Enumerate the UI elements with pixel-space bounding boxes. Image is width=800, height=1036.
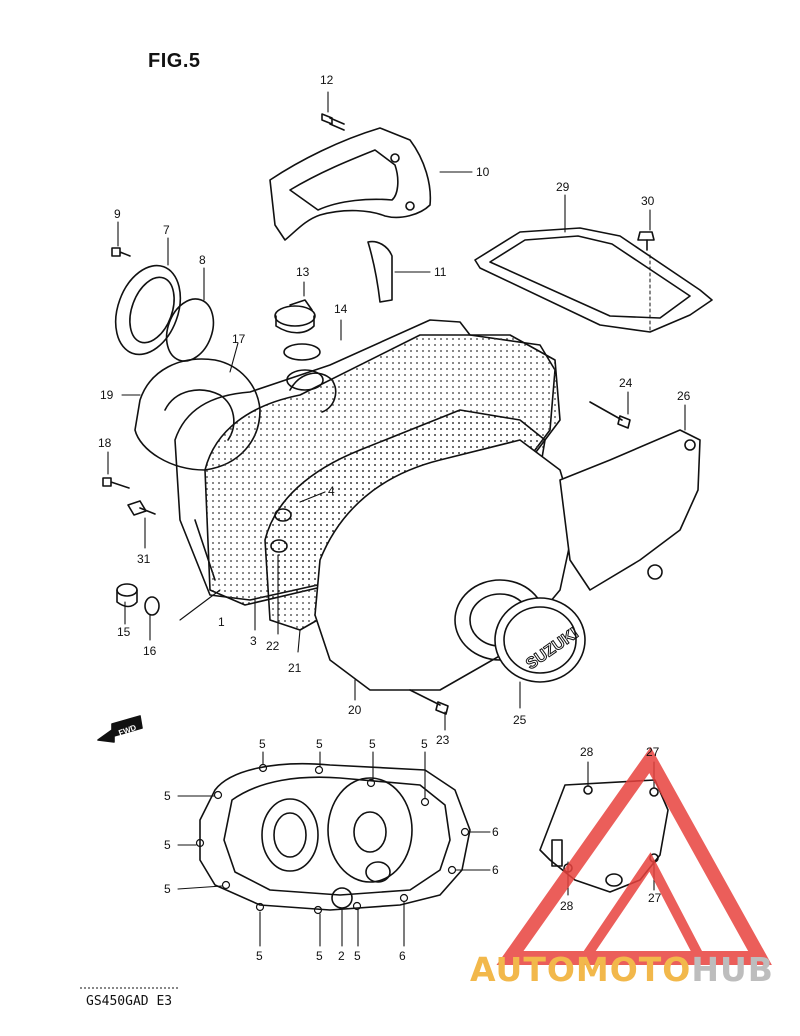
part-9-screw xyxy=(111,247,131,257)
callout-8: 8 xyxy=(199,253,206,267)
callout-17: 17 xyxy=(232,332,246,346)
callout-9: 9 xyxy=(114,207,121,221)
callout-18: 18 xyxy=(98,436,112,450)
callout-5: 5 xyxy=(421,737,428,751)
part-29-cover xyxy=(474,227,713,333)
callout-5: 5 xyxy=(369,737,376,751)
callout-23: 23 xyxy=(436,733,450,747)
part-10-cover xyxy=(269,127,432,241)
callout-5: 5 xyxy=(256,949,263,963)
callout-5: 5 xyxy=(259,737,266,751)
part-14-oring xyxy=(283,343,321,361)
callout-30: 30 xyxy=(641,194,655,208)
callout-2: 2 xyxy=(338,949,345,963)
callout-10: 10 xyxy=(476,165,490,179)
callout-19: 19 xyxy=(100,388,114,402)
callout-27: 27 xyxy=(646,745,660,759)
callout-4: 4 xyxy=(328,484,335,498)
callout-1: 1 xyxy=(218,615,225,629)
callout-25: 25 xyxy=(513,713,527,727)
part-26-side-cover xyxy=(559,429,701,591)
watermark-brand-part1: AUTOMOTO xyxy=(470,950,692,989)
callout-27: 27 xyxy=(648,891,662,905)
callout-24: 24 xyxy=(619,376,633,390)
part-12-bolt xyxy=(321,113,345,131)
callout-13: 13 xyxy=(296,265,310,279)
callout-16: 16 xyxy=(143,644,157,658)
callout-5: 5 xyxy=(164,882,171,896)
callout-5: 5 xyxy=(164,838,171,852)
part-15-plug xyxy=(116,583,138,608)
callout-14: 14 xyxy=(334,302,348,316)
callout-7: 7 xyxy=(163,223,170,237)
part-25-emblem-cover xyxy=(494,597,586,683)
part-11-wedge xyxy=(367,240,393,303)
callout-labels: 12 10 29 30 9 7 8 13 11 14 17 19 24 26 1… xyxy=(98,73,691,963)
part-22-dowels xyxy=(270,508,292,553)
callout-6: 6 xyxy=(399,949,406,963)
watermark-logo-icon xyxy=(496,746,772,965)
callout-29: 29 xyxy=(556,180,570,194)
fwd-arrow-icon xyxy=(97,715,143,743)
figure-title: FIG.5 xyxy=(148,50,201,72)
clutch-housing-inner-view xyxy=(199,762,471,911)
part-31-switch xyxy=(127,500,156,516)
callout-21: 21 xyxy=(288,661,302,675)
part-24-bolt xyxy=(589,401,631,429)
callout-3: 3 xyxy=(250,634,257,648)
callout-28: 28 xyxy=(580,745,594,759)
model-code-label: GS450GAD E3 xyxy=(86,994,173,1009)
callout-28: 28 xyxy=(560,899,574,913)
part-7-ring xyxy=(114,264,182,356)
callout-12: 12 xyxy=(320,73,334,87)
callout-5: 5 xyxy=(316,737,323,751)
part-16-washer xyxy=(144,596,160,616)
callout-15: 15 xyxy=(117,625,131,639)
part-18-screw xyxy=(102,477,130,489)
callout-5: 5 xyxy=(316,949,323,963)
part-23-bolt xyxy=(409,689,449,715)
part-13-cap xyxy=(274,299,316,334)
watermark-brand-text: AUTOMOTOHUB xyxy=(470,950,774,989)
callout-31: 31 xyxy=(137,552,151,566)
callout-11: 11 xyxy=(434,265,447,279)
callout-5: 5 xyxy=(354,949,361,963)
callout-6: 6 xyxy=(492,825,499,839)
callout-26: 26 xyxy=(677,389,691,403)
part-30-bolt xyxy=(637,231,655,251)
callout-6: 6 xyxy=(492,863,499,877)
callout-5: 5 xyxy=(164,789,171,803)
callout-20: 20 xyxy=(348,703,362,717)
part-8-oring xyxy=(165,298,215,362)
callout-22: 22 xyxy=(266,639,280,653)
watermark-brand-part2: HUB xyxy=(691,950,774,989)
